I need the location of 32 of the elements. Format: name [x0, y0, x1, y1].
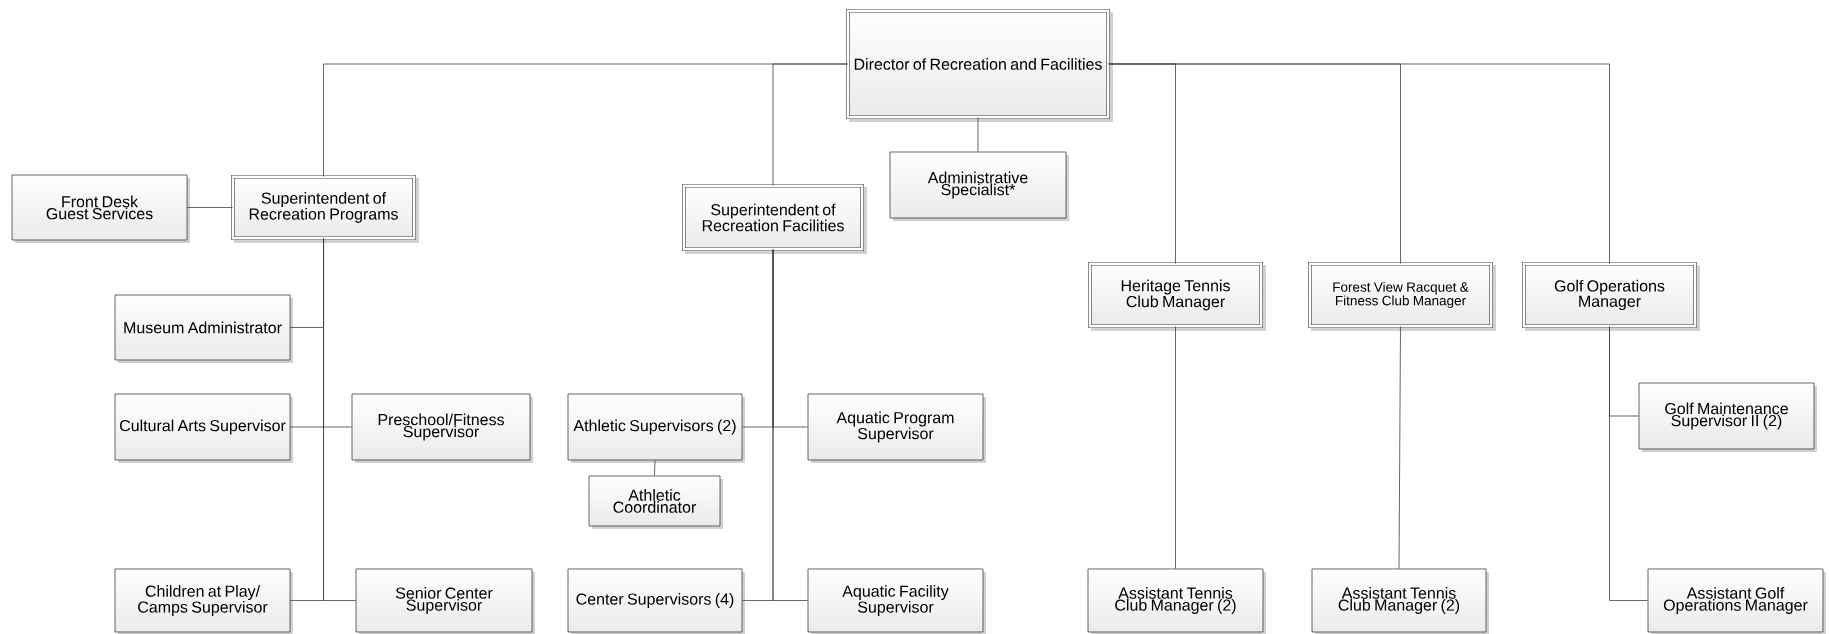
org-box: Center Supervisors (4) — [567, 568, 745, 634]
org-box: Superintendent of Recreation Facilities — [682, 184, 867, 254]
org-box: Athletic Supervisors (2) — [567, 393, 745, 463]
connector-line — [772, 249, 808, 601]
org-box: Forest View Racquet & Fitness Club Manager — [1308, 262, 1496, 331]
org-box: Senior Center Supervisor — [355, 568, 535, 634]
org-box: Preschool/Fitness Supervisor — [351, 393, 533, 463]
org-box: Aquatic Facility Supervisor — [807, 568, 986, 634]
org-box: Assistant Tennis Club Manager (2) — [1087, 568, 1266, 634]
org-box: Superintendent of Recreation Programs — [231, 175, 419, 243]
connector-line — [654, 460, 656, 476]
connector-line — [323, 238, 356, 601]
org-box: Assistant Golf Operations Manager — [1647, 568, 1826, 634]
org-box: Athletic Coordinator — [588, 475, 723, 529]
org-box: Heritage Tennis Club Manager — [1088, 262, 1266, 331]
org-box: Director of Recreation and Facilities — [846, 9, 1113, 122]
connector-line — [187, 207, 233, 208]
connector-line — [1398, 326, 1401, 569]
connector-line — [977, 117, 979, 152]
org-box: Golf Operations Manager — [1522, 262, 1700, 331]
org-box: Front Desk Guest Services — [11, 174, 190, 243]
org-box: Cultural Arts Supervisor — [114, 393, 293, 463]
org-box: Museum Administrator — [114, 294, 293, 363]
connector-line — [1175, 326, 1176, 569]
connector-line — [772, 63, 848, 186]
org-box: Aquatic Program Supervisor — [807, 393, 986, 463]
connector-line — [1108, 63, 1610, 264]
connector-line — [1609, 326, 1648, 601]
org-box: Golf Maintenance Supervisor II (2) — [1638, 382, 1817, 452]
org-box: Assistant Tennis Club Manager (2) — [1311, 568, 1489, 634]
org-box: Children at Play/ Camps Supervisor — [114, 568, 293, 634]
org-box: Administrative Specialist* — [889, 151, 1069, 221]
